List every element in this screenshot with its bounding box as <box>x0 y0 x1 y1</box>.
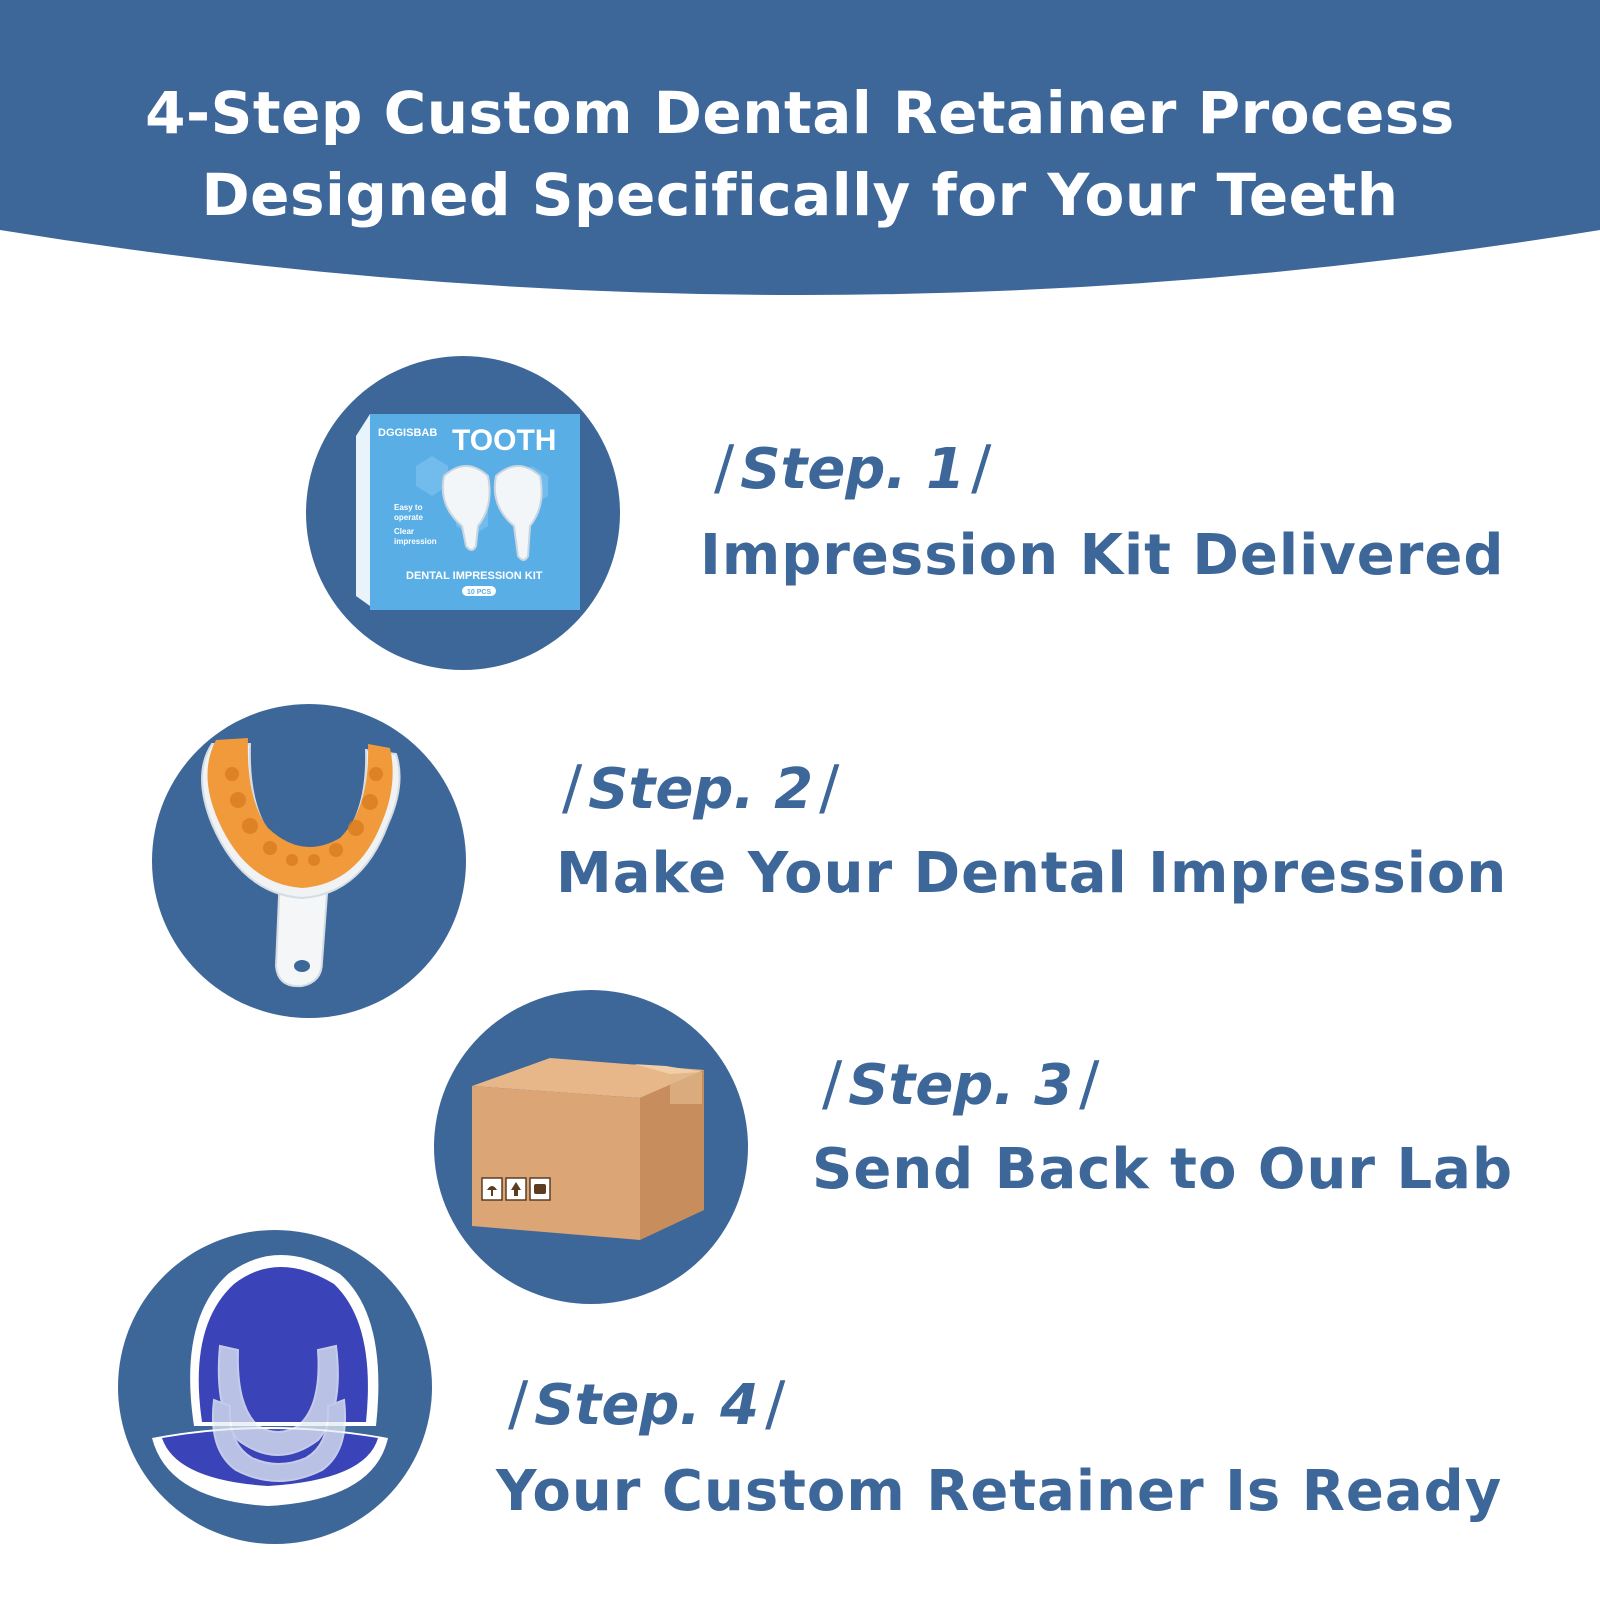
step-3-title: Send Back to Our Lab <box>812 1137 1514 1202</box>
impression-kit-box-icon: DGGISBAB TOOTH Easy to operate Clear imp… <box>356 414 580 610</box>
step-4-title: Your Custom Retainer Is Ready <box>496 1459 1503 1524</box>
kit-feature-1b: operate <box>394 513 423 522</box>
dental-impression-tray-icon <box>201 738 401 988</box>
step-3-image-circle <box>434 990 748 1304</box>
title-line-2: Designed Specifically for Your Teeth <box>201 161 1399 229</box>
step-1-title: Impression Kit Delivered <box>700 523 1505 588</box>
step-1-number: Step. 1 <box>740 437 966 502</box>
step-1-image-circle: DGGISBAB TOOTH Easy to operate Clear imp… <box>306 356 620 670</box>
page-title: 4-Step Custom Dental Retainer Process De… <box>0 72 1600 236</box>
kit-feature-2b: impression <box>394 537 437 546</box>
kit-name-text: DENTAL IMPRESSION KIT <box>406 570 543 582</box>
retainer-case-icon <box>152 1255 388 1506</box>
step-3-label: /Step. 3/ <box>822 1049 1100 1119</box>
kit-count-text: 10 PCS <box>467 589 491 596</box>
step-1-label: /Step. 1/ <box>714 433 992 503</box>
step-4-label: /Step. 4/ <box>508 1369 786 1439</box>
kit-brand-text: DGGISBAB <box>378 427 437 439</box>
step-4-image-circle <box>118 1230 432 1544</box>
header-banner <box>0 0 1600 295</box>
step-2-number: Step. 2 <box>588 757 814 822</box>
step-3-number: Step. 3 <box>848 1053 1074 1118</box>
kit-title-text: TOOTH <box>452 424 556 457</box>
step-2-image-circle <box>152 704 466 1018</box>
step-2-label: /Step. 2/ <box>562 753 840 823</box>
kit-feature-1a: Easy to <box>394 503 423 512</box>
kit-feature-2a: Clear <box>394 527 414 536</box>
step-4-number: Step. 4 <box>534 1373 760 1438</box>
step-2-title: Make Your Dental Impression <box>556 841 1508 906</box>
shipping-box-icon <box>472 1058 704 1240</box>
title-line-1: 4-Step Custom Dental Retainer Process <box>145 79 1455 147</box>
